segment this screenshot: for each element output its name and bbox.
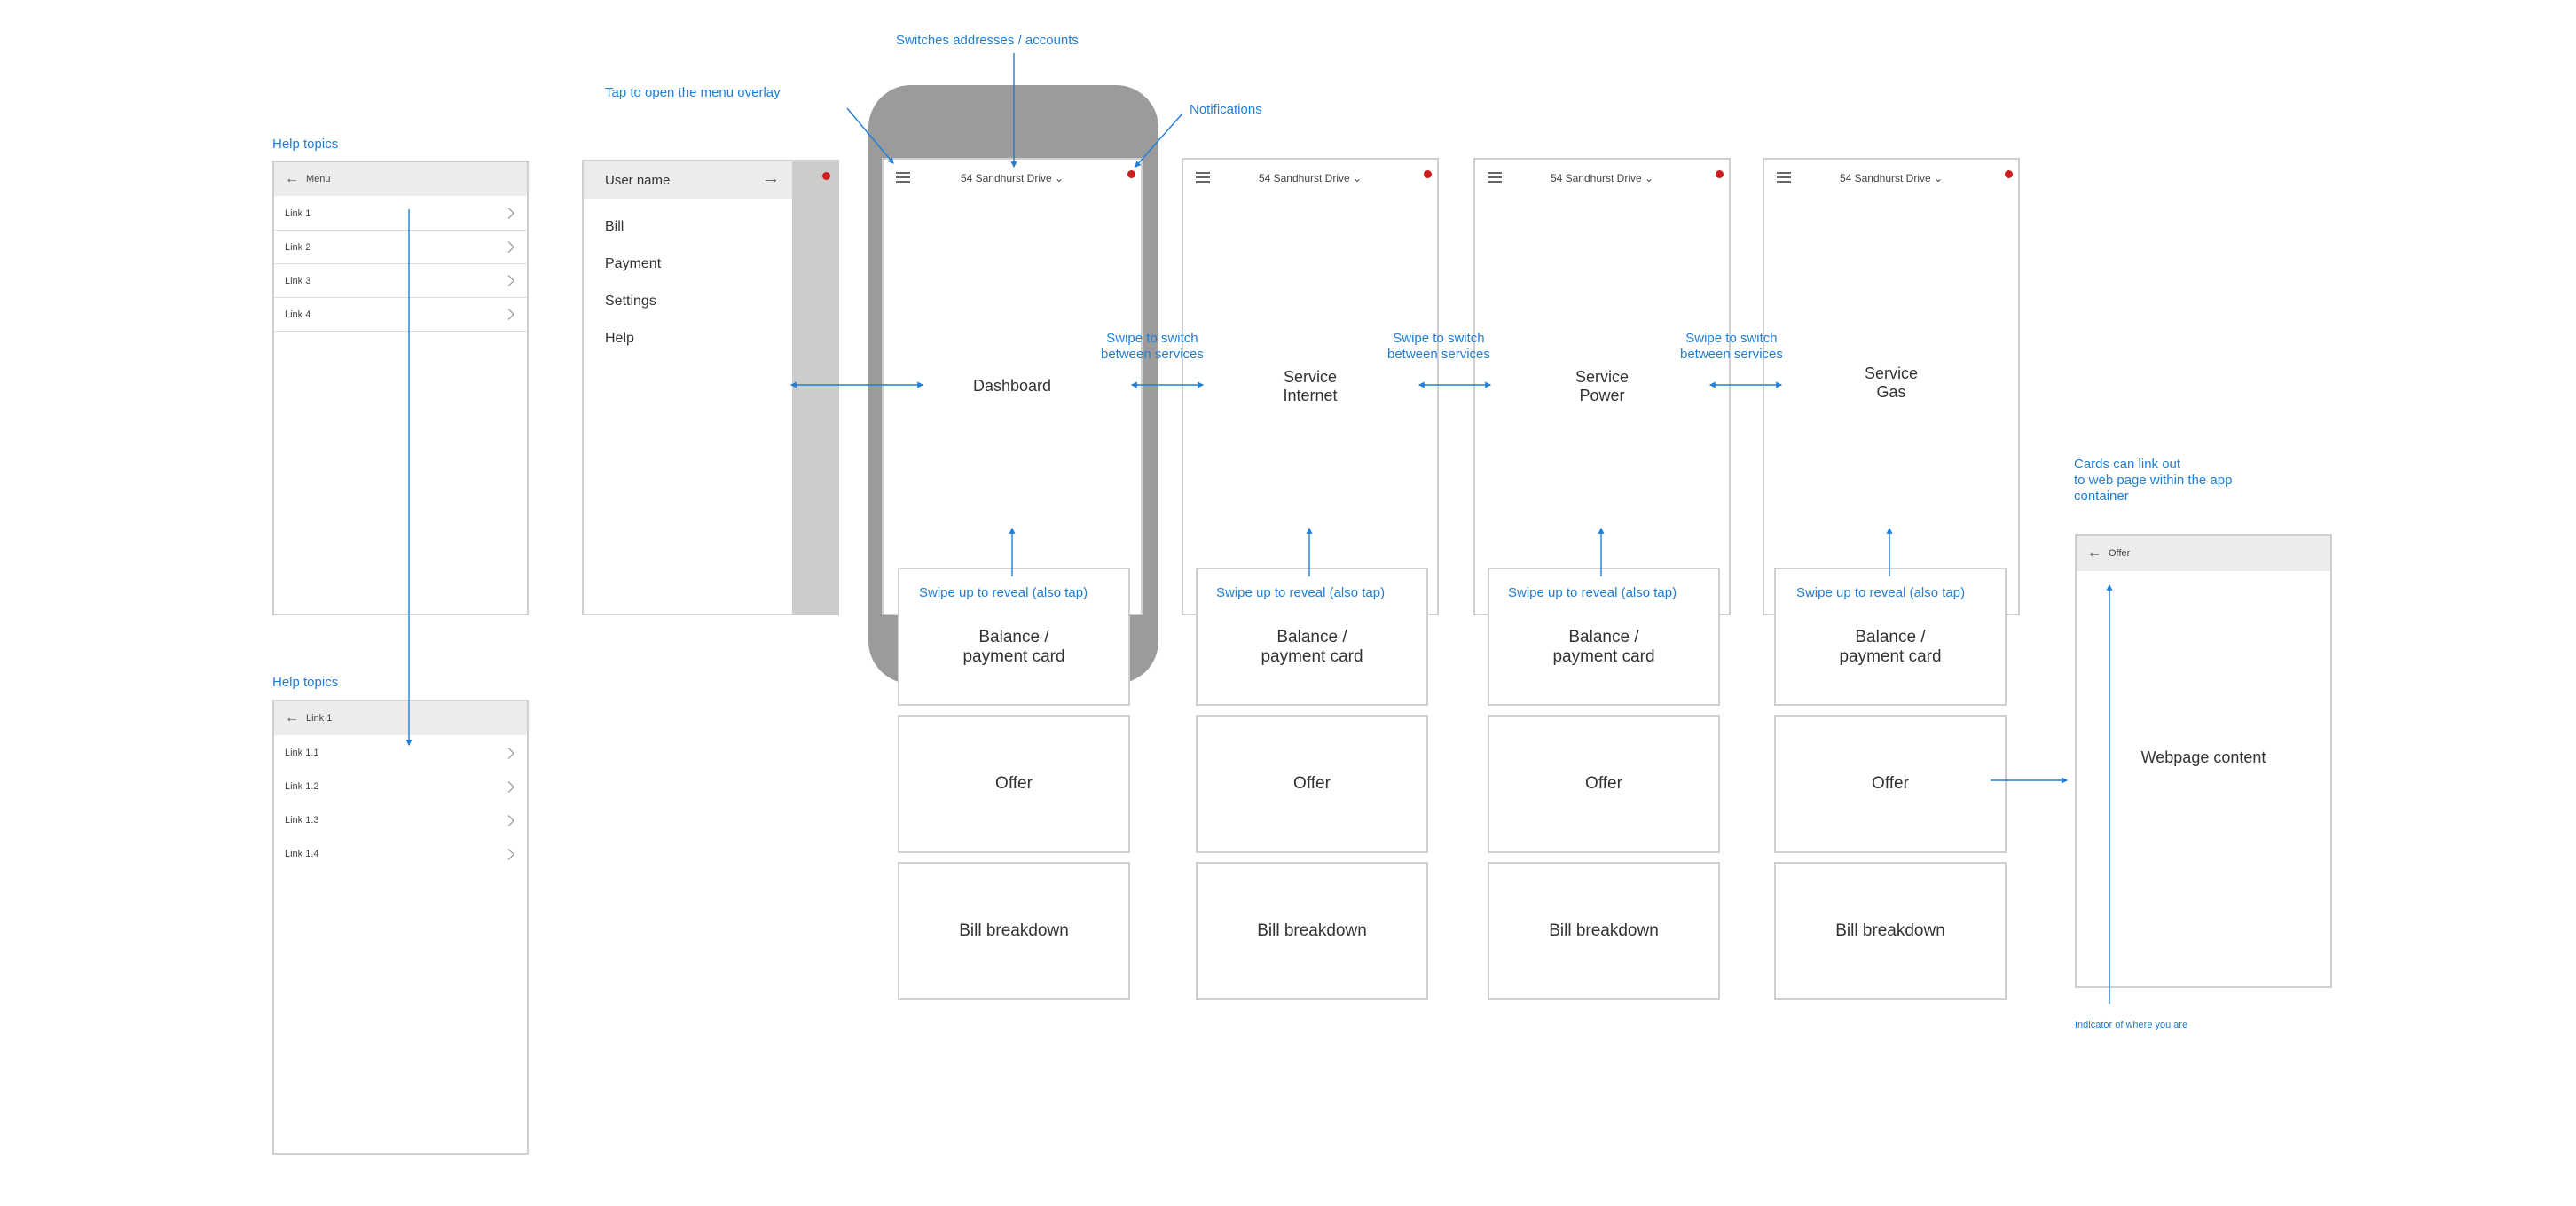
chevron-right-icon (503, 848, 514, 860)
help-sub-link[interactable]: Link 1.2 (274, 770, 527, 803)
screen-title: Service Gas (1864, 364, 1919, 401)
dashboard-screen: 54 Sandhurst Drive ⌄ Dashboard (882, 158, 1143, 615)
top-bar: 54 Sandhurst Drive ⌄ (1764, 160, 2018, 195)
help-sub-header: ← Link 1 (274, 701, 527, 735)
help-sub-link-label: Link 1.2 (285, 781, 319, 792)
chevron-right-icon (503, 780, 514, 793)
hamburger-menu-icon[interactable] (1488, 172, 1502, 183)
help-menu-link-label: Link 3 (285, 275, 311, 286)
back-arrow-icon[interactable]: ← (2087, 545, 2101, 560)
annotation-swipe-up: Swipe up to reveal (also tap) (1216, 585, 1386, 600)
notification-dot-icon[interactable] (1424, 170, 1432, 178)
address-switcher[interactable]: 54 Sandhurst Drive ⌄ (1258, 172, 1363, 184)
annotation-notifications: Notifications (1190, 102, 1262, 117)
help-menu-link[interactable]: Link 3 (274, 264, 527, 298)
help-menu-screen: ← Menu Link 1 Link 2 Link 3 Link 4 (272, 161, 529, 615)
notification-dot-icon[interactable] (1716, 170, 1724, 178)
notification-dot-icon (822, 172, 830, 180)
help-sub-link-label: Link 1.1 (285, 748, 319, 758)
offer-card[interactable]: Offer (898, 715, 1130, 853)
address-switcher[interactable]: 54 Sandhurst Drive ⌄ (1839, 172, 1944, 184)
annotation-swipe-services: Swipe to switch between services (1680, 331, 1783, 362)
help-menu-link[interactable]: Link 2 (274, 231, 527, 264)
screen-title: Dashboard (972, 377, 1052, 395)
annotation-switches: Switches addresses / accounts (896, 33, 1079, 48)
annotation-help-topics-1: Help topics (272, 137, 339, 152)
bill-breakdown-card[interactable]: Bill breakdown (1196, 862, 1428, 1000)
bill-breakdown-card[interactable]: Bill breakdown (1488, 862, 1720, 1000)
help-sub-link-label: Link 1.4 (285, 849, 319, 859)
help-sub-link[interactable]: Link 1.1 (274, 736, 527, 770)
help-menu-title: Menu (306, 174, 331, 184)
menu-item-bill[interactable]: Bill (605, 219, 624, 234)
balance-card[interactable]: Balance / payment card (898, 568, 1130, 706)
address-switcher[interactable]: 54 Sandhurst Drive ⌄ (960, 172, 1064, 184)
webpage-header: ← Offer (2077, 536, 2330, 571)
top-bar: 54 Sandhurst Drive ⌄ (884, 160, 1141, 195)
menu-item-settings[interactable]: Settings (605, 294, 656, 309)
annotation-swipe-services: Swipe to switch between services (1387, 331, 1490, 362)
webpage-content: Webpage content (2140, 748, 2266, 766)
webpage-screen: ← Offer Webpage content (2075, 534, 2332, 988)
chevron-right-icon (503, 814, 514, 826)
back-arrow-icon[interactable]: ← (285, 171, 299, 186)
help-sub-link[interactable]: Link 1.4 (274, 837, 527, 871)
service-internet-screen: 54 Sandhurst Drive ⌄ Service Internet (1182, 158, 1439, 615)
service-gas-screen: 54 Sandhurst Drive ⌄ Service Gas (1763, 158, 2020, 615)
annotation-indicator: Indicator of where you are (2075, 1020, 2188, 1030)
offer-card[interactable]: Offer (1488, 715, 1720, 853)
balance-card[interactable]: Balance / payment card (1196, 568, 1428, 706)
top-bar: 54 Sandhurst Drive ⌄ (1475, 160, 1729, 195)
screen-title: Service Power (1575, 368, 1630, 404)
screen-title: Service Internet (1283, 368, 1338, 404)
user-name-label: User name (605, 173, 671, 188)
address-switcher[interactable]: 54 Sandhurst Drive ⌄ (1550, 172, 1654, 184)
service-power-screen: 54 Sandhurst Drive ⌄ Service Power (1473, 158, 1731, 615)
help-menu-link-label: Link 4 (285, 309, 311, 320)
hamburger-menu-icon[interactable] (1196, 172, 1210, 183)
menu-overlay-screen: User name → Bill Payment Settings Help (582, 160, 839, 615)
hamburger-menu-icon[interactable] (896, 172, 910, 183)
help-sub-title: Link 1 (306, 713, 333, 724)
menu-item-payment[interactable]: Payment (605, 256, 662, 271)
annotation-help-topics-2: Help topics (272, 675, 339, 690)
overlay-dim-strip (792, 161, 839, 615)
balance-card[interactable]: Balance / payment card (1488, 568, 1720, 706)
menu-item-help[interactable]: Help (605, 331, 634, 346)
back-arrow-icon[interactable]: ← (285, 710, 299, 725)
chevron-right-icon (503, 747, 514, 759)
help-sub-link-label: Link 1.3 (285, 815, 319, 826)
help-sub-link[interactable]: Link 1.3 (274, 803, 527, 837)
notification-dot-icon[interactable] (2005, 170, 2013, 178)
annotation-swipe-services: Swipe to switch between services (1101, 331, 1204, 362)
annotation-tap-menu: Tap to open the menu overlay (605, 85, 781, 100)
bill-breakdown-card[interactable]: Bill breakdown (1774, 862, 2007, 1000)
help-menu-link-label: Link 1 (285, 208, 311, 219)
offer-card[interactable]: Offer (1196, 715, 1428, 853)
annotation-swipe-up: Swipe up to reveal (also tap) (1796, 585, 1966, 600)
help-menu-link-label: Link 2 (285, 241, 311, 253)
notification-dot-icon[interactable] (1127, 170, 1135, 178)
chevron-right-icon (503, 241, 514, 253)
balance-card[interactable]: Balance / payment card (1774, 568, 2007, 706)
user-name-bar[interactable]: User name → (584, 161, 792, 199)
chevron-right-icon (503, 275, 514, 286)
arrow-right-icon[interactable]: → (762, 168, 780, 188)
hamburger-menu-icon[interactable] (1777, 172, 1791, 183)
help-menu-link[interactable]: Link 1 (274, 197, 527, 231)
bill-breakdown-card[interactable]: Bill breakdown (898, 862, 1130, 1000)
annotation-cards-link: Cards can link out to web page within th… (2074, 457, 2233, 504)
offer-card[interactable]: Offer (1774, 715, 2007, 853)
top-bar: 54 Sandhurst Drive ⌄ (1183, 160, 1437, 195)
annotation-swipe-up: Swipe up to reveal (also tap) (1508, 585, 1677, 600)
help-sub-screen: ← Link 1 Link 1.1 Link 1.2 Link 1.3 Link… (272, 700, 529, 1155)
chevron-right-icon (503, 208, 514, 219)
help-menu-link[interactable]: Link 4 (274, 298, 527, 332)
chevron-right-icon (503, 309, 514, 320)
annotation-swipe-up: Swipe up to reveal (also tap) (919, 585, 1088, 600)
webpage-title: Offer (2109, 548, 2131, 559)
help-menu-header: ← Menu (274, 162, 527, 196)
